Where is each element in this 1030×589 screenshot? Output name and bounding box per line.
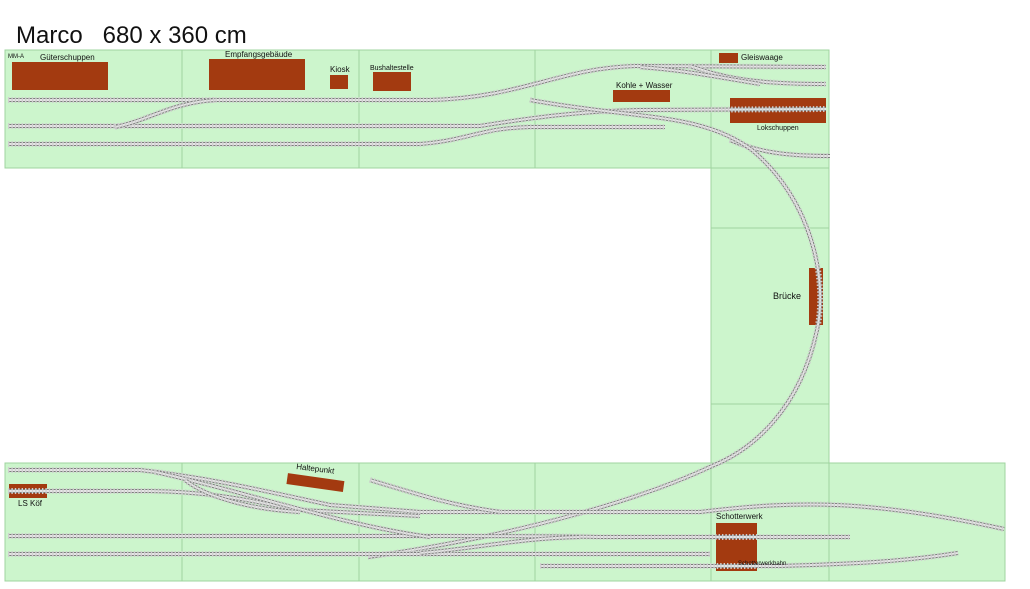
track-top-main-1-render [8,62,827,103]
label-kiosk: Kiosk [330,65,351,74]
gueterschuppen-building [12,62,108,90]
labels: MM-A Güterschuppen Empfangsgebäude Kiosk… [8,50,801,567]
module-bottom-1 [4,462,183,582]
track-sleepers [8,488,421,519]
label-lokschuppen: Lokschuppen [757,125,799,132]
layout-title: Marco 680 x 360 cm [16,22,247,49]
track-gauge [8,535,850,538]
module-bottom-4 [534,462,712,582]
gleiswaage-building [719,53,738,63]
track-top-crossover-render [114,97,216,130]
kiosk-building [330,75,348,89]
track-schotterwerkbahn-render [540,550,959,569]
module-bottom-3 [358,462,536,582]
track-sleepers [154,469,431,540]
module-top-3 [358,49,536,169]
module-right-1 [710,167,830,229]
empfangsgebaeude-building [209,59,305,90]
track-top-main-3-render [8,124,665,147]
track-sleepers [8,62,827,103]
schotterwerk-building [716,523,757,571]
track-gauge [369,479,501,513]
kohle-wasser-building [613,90,670,102]
bushaltestelle-building [373,72,411,91]
label-bushaltestelle: Bushaltestelle [370,65,414,72]
track-sleepers [8,124,665,147]
track-sleepers [367,97,824,560]
label-kohle-wasser: Kohle + Wasser [616,81,673,90]
label-schotterwerkbahn: Schotterwerkbahn [738,561,786,567]
label-gueterschuppen: Güterschuppen [40,53,95,62]
track-main-loop-render [367,97,824,560]
label-mma: MM-A [8,54,24,60]
track-gleiswaage-spur-render [639,64,761,87]
track-sleepers [540,550,959,569]
track-gauge [419,536,581,554]
label-ls-koef: LS Köf [18,499,43,508]
track-bottom-diagonal-2-render [183,477,301,515]
track-sleepers [689,63,827,87]
track-bottom-spur-left-render [369,477,501,515]
tracks [8,62,1005,569]
track-sleepers [183,477,301,515]
track-sleepers [114,97,216,130]
buildings [9,53,826,571]
label-gleiswaage: Gleiswaage [741,53,783,62]
haltepunkt-building [286,473,345,492]
track-bottom-diagonal-1-render [154,469,431,540]
track-sleepers [639,64,761,87]
track-bottom-1-render [8,467,1005,532]
track-top-main-2-render [8,106,827,129]
label-bruecke: Brücke [773,291,801,301]
track-sleepers [8,467,1005,532]
label-schotterwerk: Schotterwerk [716,512,764,521]
track-bottom-crossover-render [419,534,581,556]
track-gauge [8,108,827,127]
module-right-3 [710,403,830,464]
track-bottom-3-render [8,533,850,540]
label-empfangsgebaeude: Empfangsgebäude [225,50,293,59]
